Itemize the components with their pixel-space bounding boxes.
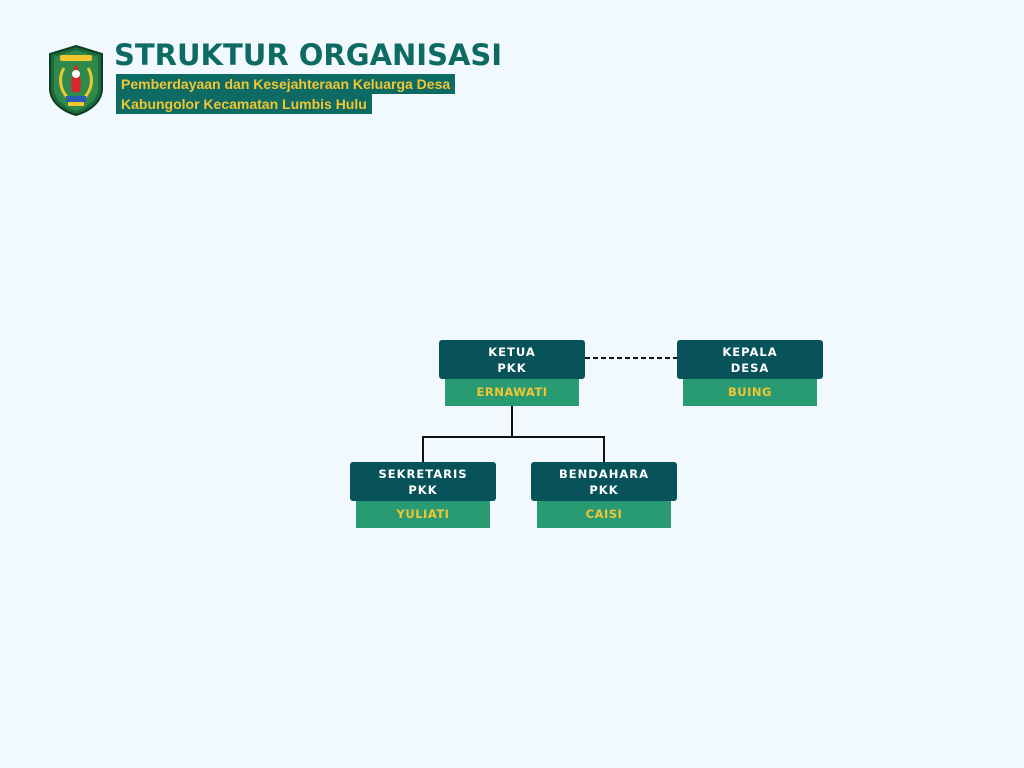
role-box-kepala-desa: KEPALA DESA: [677, 340, 823, 379]
subtitle-line-1: Pemberdayaan dan Kesejahteraan Keluarga …: [116, 74, 456, 94]
role-label-line-2: PKK: [589, 482, 619, 497]
name-box-kepala-desa: BUING: [683, 379, 817, 406]
node-bendahara-pkk: BENDAHARA PKK CAISI: [531, 462, 677, 528]
regional-emblem-icon: [49, 44, 103, 116]
role-label-line-2: PKK: [408, 482, 438, 497]
node-ketua-pkk: KETUA PKK ERNAWATI: [439, 340, 585, 406]
name-box-bendahara: CAISI: [537, 501, 671, 528]
role-box-sekretaris: SEKRETARIS PKK: [350, 462, 496, 501]
role-label-line-2: PKK: [497, 360, 527, 375]
name-box-sekretaris: YULIATI: [356, 501, 490, 528]
role-label-line-1: SEKRETARIS: [378, 466, 468, 481]
role-label-line-1: KEPALA: [722, 344, 778, 359]
page-title: STRUKTUR ORGANISASI: [114, 38, 503, 72]
role-label-line-2: DESA: [730, 360, 770, 375]
page-header: STRUKTUR ORGANISASI Pemberdayaan dan Kes…: [0, 0, 1024, 130]
role-label-line-1: BENDAHARA: [559, 466, 649, 481]
subtitle-line-2: Kabungolor Kecamatan Lumbis Hulu: [116, 94, 372, 114]
node-sekretaris-pkk: SEKRETARIS PKK YULIATI: [350, 462, 496, 528]
role-box-ketua: KETUA PKK: [439, 340, 585, 379]
role-label-line-1: KETUA: [488, 344, 536, 359]
node-kepala-desa: KEPALA DESA BUING: [677, 340, 823, 406]
name-box-ketua: ERNAWATI: [445, 379, 579, 406]
role-box-bendahara: BENDAHARA PKK: [531, 462, 677, 501]
